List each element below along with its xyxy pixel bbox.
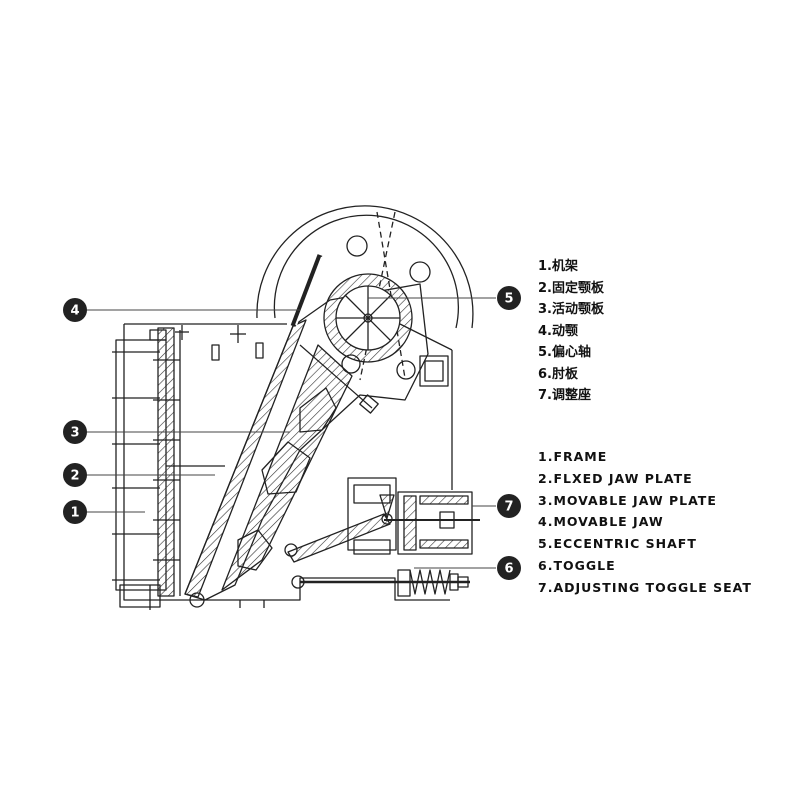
- legend-cn-item: 7.调整座: [538, 388, 591, 403]
- callout-2: 2: [63, 463, 87, 487]
- callout-7: 7: [497, 494, 521, 518]
- tie-rod: [299, 344, 379, 414]
- callout-5-label: 5: [504, 292, 513, 307]
- fixed-jaw-plate: [153, 327, 181, 597]
- toggle: [284, 513, 393, 563]
- legend-cn-item: 4.动颚: [538, 323, 578, 339]
- callout-3-label: 3: [70, 426, 79, 441]
- tension-spring: [291, 569, 470, 597]
- legend-cn-item: 3.活动颚板: [538, 302, 604, 317]
- frame: [112, 323, 453, 610]
- legend-en-item: 6.TOGGLE: [538, 557, 616, 573]
- legend-en-item: 4.MOVABLE JAW: [538, 514, 664, 530]
- eccentric-shaft: [323, 273, 413, 363]
- movable-jaw: [184, 254, 429, 608]
- legend-cn-item: 6.肘板: [538, 366, 578, 382]
- callout-5: 5: [497, 286, 521, 310]
- callout-1-label: 1: [70, 506, 79, 521]
- callout-3: 3: [63, 420, 87, 444]
- legend-chinese: 1.机架 2.固定颚板 3.活动颚板 4.动颚 5.偏心轴 6.肘板 7.调整座: [538, 256, 604, 407]
- callout-7-label: 7: [504, 500, 513, 515]
- callout-6: 6: [497, 556, 521, 580]
- callout-6-label: 6: [504, 562, 513, 577]
- legend-en-item: 5.ECCENTRIC SHAFT: [538, 536, 697, 552]
- legend-cn-item: 2.固定颚板: [538, 280, 604, 296]
- legend-cn-item: 1.机架: [538, 259, 578, 274]
- legend-cn-item: 5.偏心轴: [538, 345, 591, 360]
- callout-2-label: 2: [70, 469, 79, 484]
- legend-english: 1.FRAME 2.FLXED JAW PLATE 3.MOVABLE JAW …: [538, 446, 752, 599]
- legend-en-item: 3.MOVABLE JAW PLATE: [538, 492, 717, 508]
- adjusting-toggle-seat: [347, 477, 480, 555]
- callout-4-label: 4: [70, 304, 79, 319]
- legend-en-item: 1.FRAME: [538, 449, 608, 464]
- legend-en-item: 2.FLXED JAW PLATE: [538, 470, 693, 486]
- legend-en-item: 7.ADJUSTING TOGGLE SEAT: [538, 579, 752, 595]
- callout-4: 4: [63, 298, 87, 322]
- leader-lines: [86, 297, 496, 569]
- callout-1: 1: [63, 500, 87, 524]
